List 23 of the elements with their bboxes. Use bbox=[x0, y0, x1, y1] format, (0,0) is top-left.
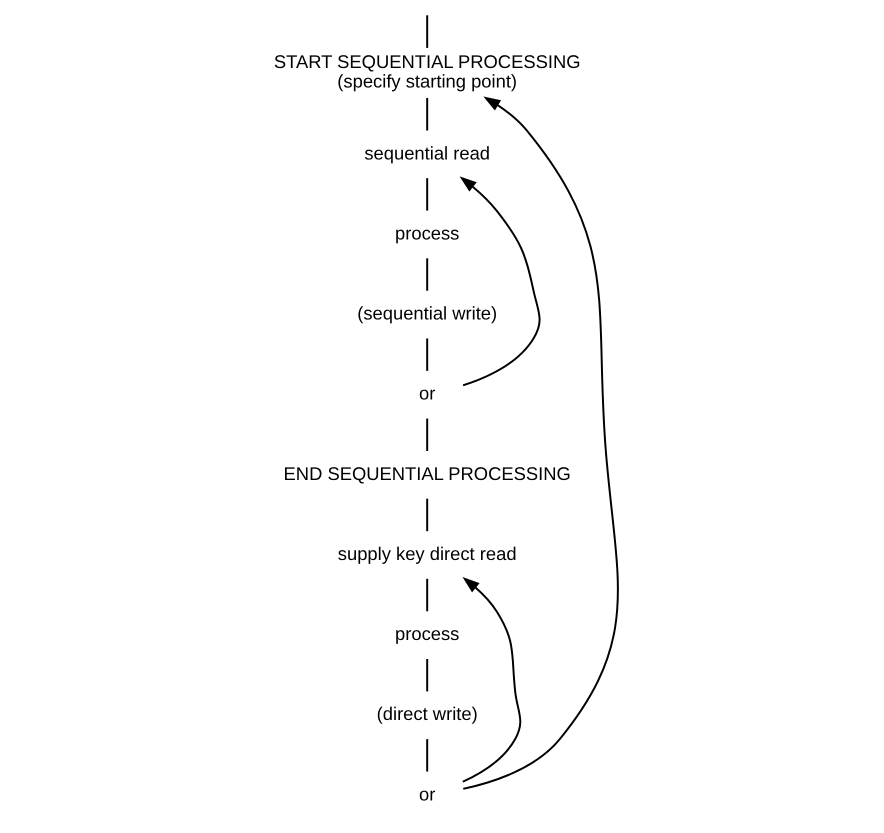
connector bbox=[426, 739, 428, 772]
node-text: (direct write) bbox=[376, 703, 478, 724]
node-text: or bbox=[418, 783, 435, 804]
connector bbox=[426, 178, 428, 211]
node-text: supply key direct read bbox=[337, 542, 516, 564]
node-text: process bbox=[394, 623, 459, 644]
connector bbox=[426, 338, 428, 371]
connector bbox=[426, 15, 428, 48]
connector bbox=[426, 658, 428, 692]
arrow bbox=[462, 96, 618, 790]
connector bbox=[426, 258, 428, 291]
connector bbox=[426, 98, 428, 131]
node-text: (sequential write) bbox=[356, 302, 497, 324]
node-text: START SEQUENTIAL PROCESSING (specify starting point) bbox=[273, 50, 580, 92]
node-text: sequential read bbox=[364, 142, 490, 164]
node-text: END SEQUENTIAL PROCESSING bbox=[283, 462, 570, 484]
connector bbox=[426, 418, 428, 451]
node-text: process bbox=[394, 222, 459, 244]
arrow bbox=[459, 176, 540, 386]
arrow bbox=[462, 577, 521, 783]
node-text: or bbox=[418, 382, 435, 404]
connector bbox=[426, 578, 428, 612]
connector bbox=[426, 498, 428, 532]
